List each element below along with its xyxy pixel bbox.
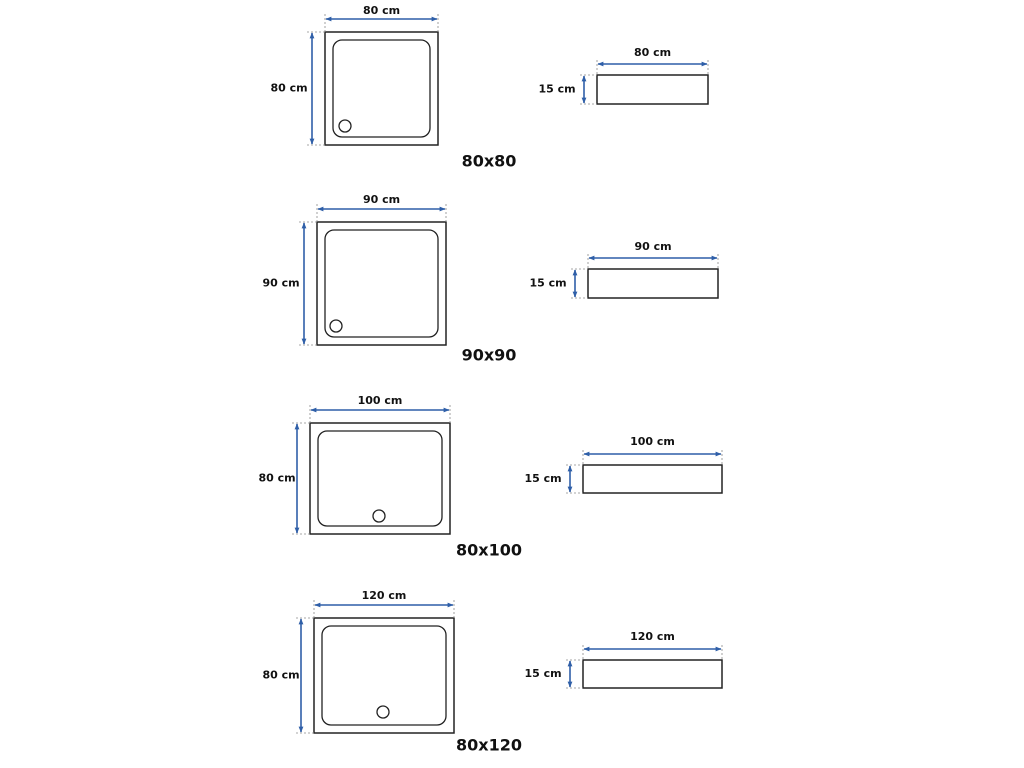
height-label: 80 cm (258, 472, 295, 485)
width-label: 80 cm (363, 4, 400, 17)
tray-basin-outline (321, 625, 447, 726)
side-height-label: 15 cm (538, 83, 575, 96)
height-label: 80 cm (270, 82, 307, 95)
drain-hole (376, 705, 390, 719)
drain-hole (329, 319, 343, 333)
tray-side-outline (596, 74, 709, 105)
tray-group-80x100: 100 cm 80 cm 100 cm 15 cm 80x100 (258, 394, 723, 560)
height-label: 80 cm (262, 669, 299, 682)
side-width-label: 80 cm (634, 46, 671, 59)
tray-group-80x120: 120 cm 80 cm 120 cm 15 cm 80x120 (262, 589, 723, 755)
tray-size-title: 80x100 (456, 541, 522, 560)
tray-size-title: 80x80 (462, 152, 517, 171)
side-width-label: 100 cm (630, 435, 675, 448)
width-label: 100 cm (358, 394, 403, 407)
tray-basin-outline (332, 39, 431, 138)
width-label: 120 cm (362, 589, 407, 602)
tray-group-90x90: 90 cm 90 cm 90 cm 15 cm 90x90 (262, 193, 719, 365)
side-height-label: 15 cm (524, 667, 561, 680)
height-label: 90 cm (262, 277, 299, 290)
side-width-label: 120 cm (630, 630, 675, 643)
tray-size-title: 80x120 (456, 736, 522, 755)
drain-hole (338, 119, 352, 133)
width-label: 90 cm (363, 193, 400, 206)
side-height-label: 15 cm (524, 472, 561, 485)
tray-side-outline (587, 268, 719, 299)
tray-basin-outline (317, 430, 443, 527)
tray-group-80x80: 80 cm 80 cm 80 cm 15 cm 80x80 (270, 4, 709, 171)
tray-size-title: 90x90 (462, 346, 517, 365)
side-height-label: 15 cm (529, 277, 566, 290)
drain-hole (372, 509, 386, 523)
tray-side-outline (582, 659, 723, 689)
tray-side-outline (582, 464, 723, 494)
side-width-label: 90 cm (634, 240, 671, 253)
tray-basin-outline (324, 229, 439, 338)
